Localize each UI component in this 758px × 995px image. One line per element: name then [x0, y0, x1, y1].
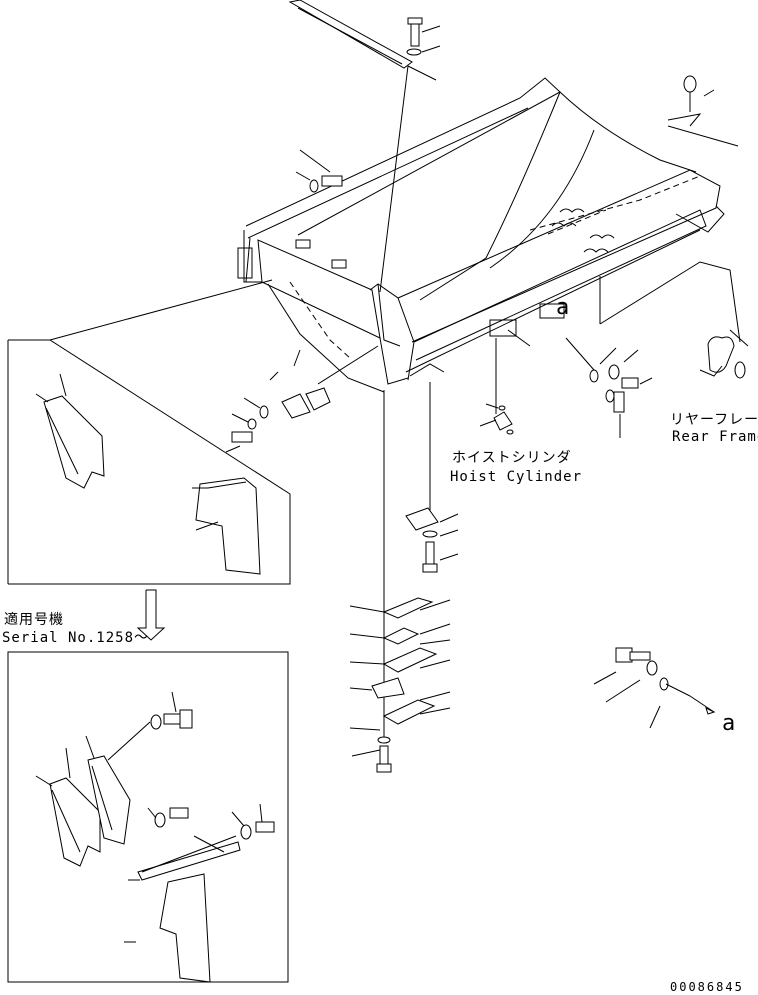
top-plate-group — [288, 0, 441, 293]
rear-frame-label-jp: リヤーフレーム — [670, 412, 758, 428]
serial-label-en: Serial No.1258～ — [2, 630, 149, 646]
front-bracket-hardware — [225, 345, 379, 453]
mud-flap-bracket-stack — [349, 382, 459, 773]
rail-bolt-group — [295, 149, 343, 193]
hoist-cylinder-label-en: Hoist Cylinder — [450, 469, 582, 485]
hoist-cylinder-label-jp: ホイストシリンダ — [452, 450, 572, 466]
inset-original-flap — [7, 279, 291, 585]
ref-a-top: a — [556, 295, 569, 320]
bolt-set-right — [593, 647, 716, 729]
hoist-hardware — [479, 329, 653, 438]
ref-a-right: a — [722, 711, 735, 736]
dump-body — [237, 77, 725, 393]
pin-top-right — [667, 75, 739, 147]
serial-label-jp: 適用号機 — [4, 611, 64, 628]
inset-serial-flap — [7, 651, 289, 983]
rear-frame-label-en: Rear Frame — [672, 429, 758, 445]
rear-frame-bracket — [599, 261, 749, 379]
serial-arrow — [136, 589, 166, 641]
drawing-code: 00086845 — [670, 980, 744, 994]
